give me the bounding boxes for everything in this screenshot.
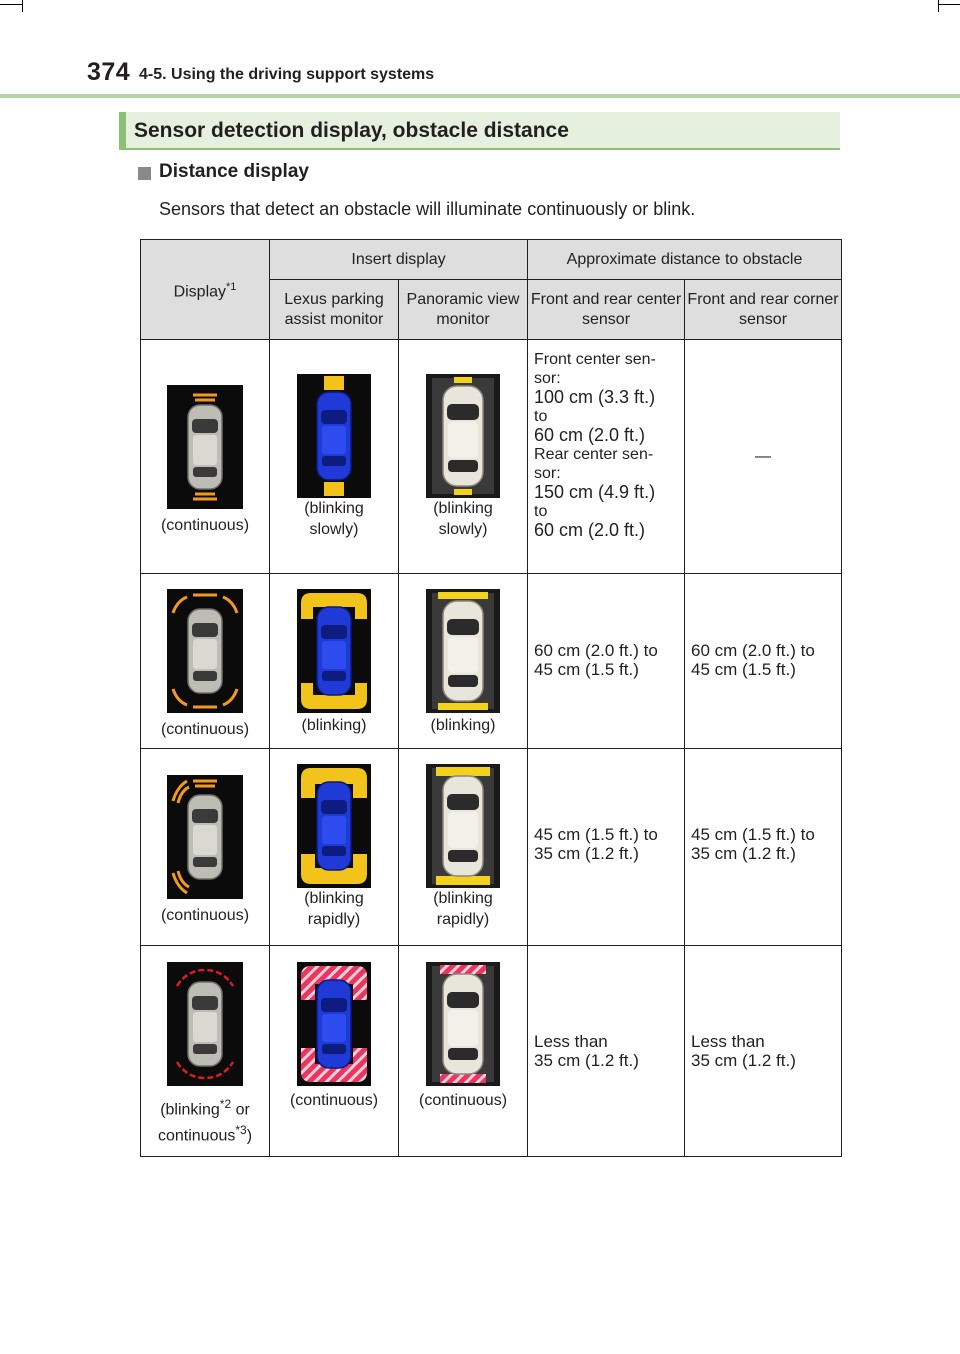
panoramic-monitor-icon <box>426 589 500 713</box>
crop-mark-left-h <box>0 4 22 5</box>
crop-mark-right-h <box>938 4 960 5</box>
intro-text: Sensors that detect an obstacle will ill… <box>159 199 696 219</box>
lexus-caption: (blinking) <box>301 717 367 734</box>
bullet-square-icon <box>138 167 151 180</box>
sensor-display-icon <box>167 962 243 1086</box>
lexus-caption: (blinking slowly) <box>304 500 364 538</box>
crop-mark-left-v <box>22 0 23 12</box>
header-lexus-parking: Lexus parking assist monitor <box>269 279 399 340</box>
lexus-caption: (continuous) <box>289 1092 379 1109</box>
display-cell: (continuous) <box>140 573 270 749</box>
table-row: (continuous) (blinking) (blinking) <box>140 573 843 749</box>
lexus-monitor-icon <box>297 374 371 498</box>
lexus-monitor-icon <box>297 962 371 1086</box>
section-heading-bar: Sensor detection display, obstacle dista… <box>119 112 840 150</box>
display-caption: (continuous) <box>160 517 250 534</box>
crop-mark-right-v <box>938 0 939 12</box>
lexus-cell: (blinking) <box>269 573 399 749</box>
lexus-monitor-icon <box>297 589 371 713</box>
display-caption: (continuous) <box>160 721 250 738</box>
header-approx-distance: Approximate distance to obstacle <box>527 239 843 280</box>
lexus-cell: (blinking rapidly) <box>269 748 399 946</box>
header-center-sensor: Front and rear center sensor <box>527 279 686 340</box>
lexus-cell: (continuous) <box>269 945 399 1157</box>
corner-distance-cell: — <box>684 339 843 574</box>
section-heading: Sensor detection display, obstacle dista… <box>134 119 569 142</box>
panoramic-monitor-icon <box>426 962 500 1086</box>
panoramic-cell: (blinking rapidly) <box>397 748 529 946</box>
display-cell: (continuous) <box>140 748 270 946</box>
header-insert-display: Insert display <box>268 239 529 280</box>
header-rule <box>0 94 960 98</box>
distance-display-table: Display*1 Insert display Approximate dis… <box>140 239 843 1157</box>
display-caption: (blinking*2 or continuous*3) <box>157 1097 253 1145</box>
display-cell: (blinking*2 or continuous*3) <box>140 945 270 1157</box>
display-caption: (continuous) <box>160 907 250 924</box>
table-row: (continuous) (blinking slowly) (blinking… <box>140 339 843 574</box>
panoramic-monitor-icon <box>426 374 500 498</box>
lexus-monitor-icon <box>297 764 371 888</box>
page-number: 374 <box>87 58 131 86</box>
panoramic-cell: (blinking) <box>397 573 529 749</box>
panoramic-monitor-icon <box>426 764 500 888</box>
display-cell: (continuous) <box>140 339 270 574</box>
header-panoramic: Panoramic view monitor <box>397 279 529 340</box>
table-row: (continuous) (blinking rapidly) (blinkin… <box>140 748 843 946</box>
sensor-display-icon <box>167 385 243 509</box>
header-corner-sensor: Front and rear corner sensor <box>684 279 843 340</box>
header-display: Display*1 <box>140 239 270 340</box>
lexus-cell: (blinking slowly) <box>269 339 399 574</box>
lexus-caption: (blinking rapidly) <box>304 890 364 928</box>
subheading: Distance display <box>159 161 309 182</box>
panoramic-caption: (continuous) <box>418 1092 508 1109</box>
section-path: 4-5. Using the driving support systems <box>139 66 435 83</box>
table-row: (blinking*2 or continuous*3) (continuous… <box>140 945 843 1157</box>
panoramic-cell: (continuous) <box>397 945 529 1157</box>
sensor-display-icon <box>167 775 243 899</box>
panoramic-caption: (blinking) <box>430 717 496 734</box>
panoramic-caption: (blinking rapidly) <box>433 890 493 928</box>
sensor-display-icon <box>167 589 243 713</box>
panoramic-cell: (blinking slowly) <box>397 339 529 574</box>
panoramic-caption: (blinking slowly) <box>433 500 493 538</box>
